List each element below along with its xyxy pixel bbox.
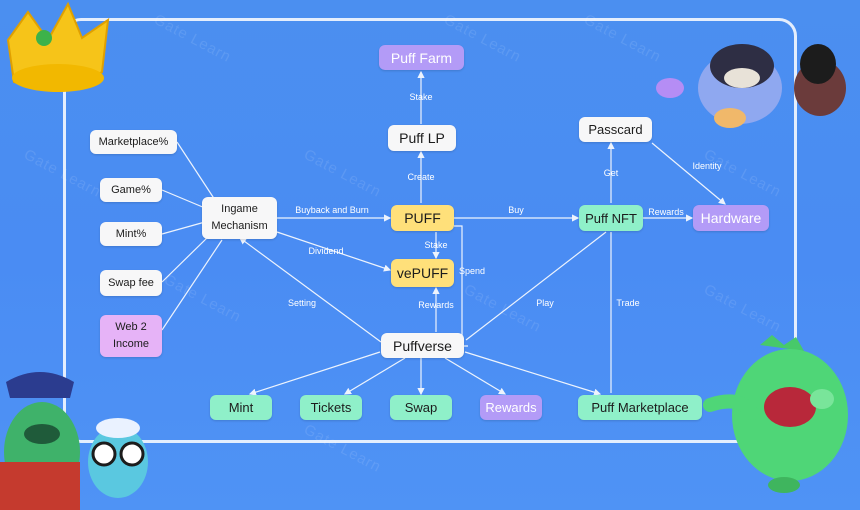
node-web2-income: Web 2 Income: [100, 315, 162, 357]
crown-mascot-image: [6, 1, 110, 92]
edge-label-get: Get: [603, 168, 619, 178]
node-marketplace-pct: Marketplace%: [90, 130, 177, 154]
node-swap: Swap: [390, 395, 452, 420]
edge-label-buyback: Buyback and Burn: [295, 205, 369, 215]
diagram-frame: [63, 18, 797, 443]
edge-label-trade: Trade: [616, 298, 640, 308]
node-puff-marketplace: Puff Marketplace: [578, 395, 702, 420]
node-mint: Mint: [210, 395, 272, 420]
edge-label-stake: Stake: [409, 92, 433, 102]
edge-label-stake-ve: Stake: [424, 240, 448, 250]
node-puff-nft: Puff NFT: [579, 205, 643, 231]
node-tickets: Tickets: [300, 395, 362, 420]
edge-label-buy: Buy: [508, 205, 524, 215]
node-puffverse: Puffverse: [381, 333, 464, 358]
node-game-pct: Game%: [100, 178, 162, 202]
pirate-mascot-image: [0, 372, 148, 510]
edge-label-identity: Identity: [692, 161, 722, 171]
node-puff-farm: Puff Farm: [379, 45, 464, 70]
node-rewards: Rewards: [480, 395, 542, 420]
edge-label-spend: Spend: [458, 266, 486, 276]
node-passcard: Passcard: [579, 117, 652, 142]
mascot-group-image: [656, 44, 846, 128]
edge-label-create: Create: [407, 172, 435, 182]
node-vepuff: vePUFF: [391, 259, 454, 287]
edge-label-setting: Setting: [287, 298, 317, 308]
edge-label-rewards-ve: Rewards: [418, 300, 454, 310]
edge-label-dividend: Dividend: [308, 246, 344, 256]
node-puff-lp: Puff LP: [388, 125, 456, 151]
node-mint-pct: Mint%: [100, 222, 162, 246]
node-ingame-mechanism: Ingame Mechanism: [202, 197, 277, 239]
node-hardware: Hardware: [693, 205, 769, 231]
edge-label-rewards-nft: Rewards: [648, 207, 684, 217]
edge-label-play: Play: [536, 298, 554, 308]
node-puff: PUFF: [391, 205, 454, 231]
green-dino-mascot-image: [703, 335, 848, 493]
node-swap-fee: Swap fee: [100, 270, 162, 296]
